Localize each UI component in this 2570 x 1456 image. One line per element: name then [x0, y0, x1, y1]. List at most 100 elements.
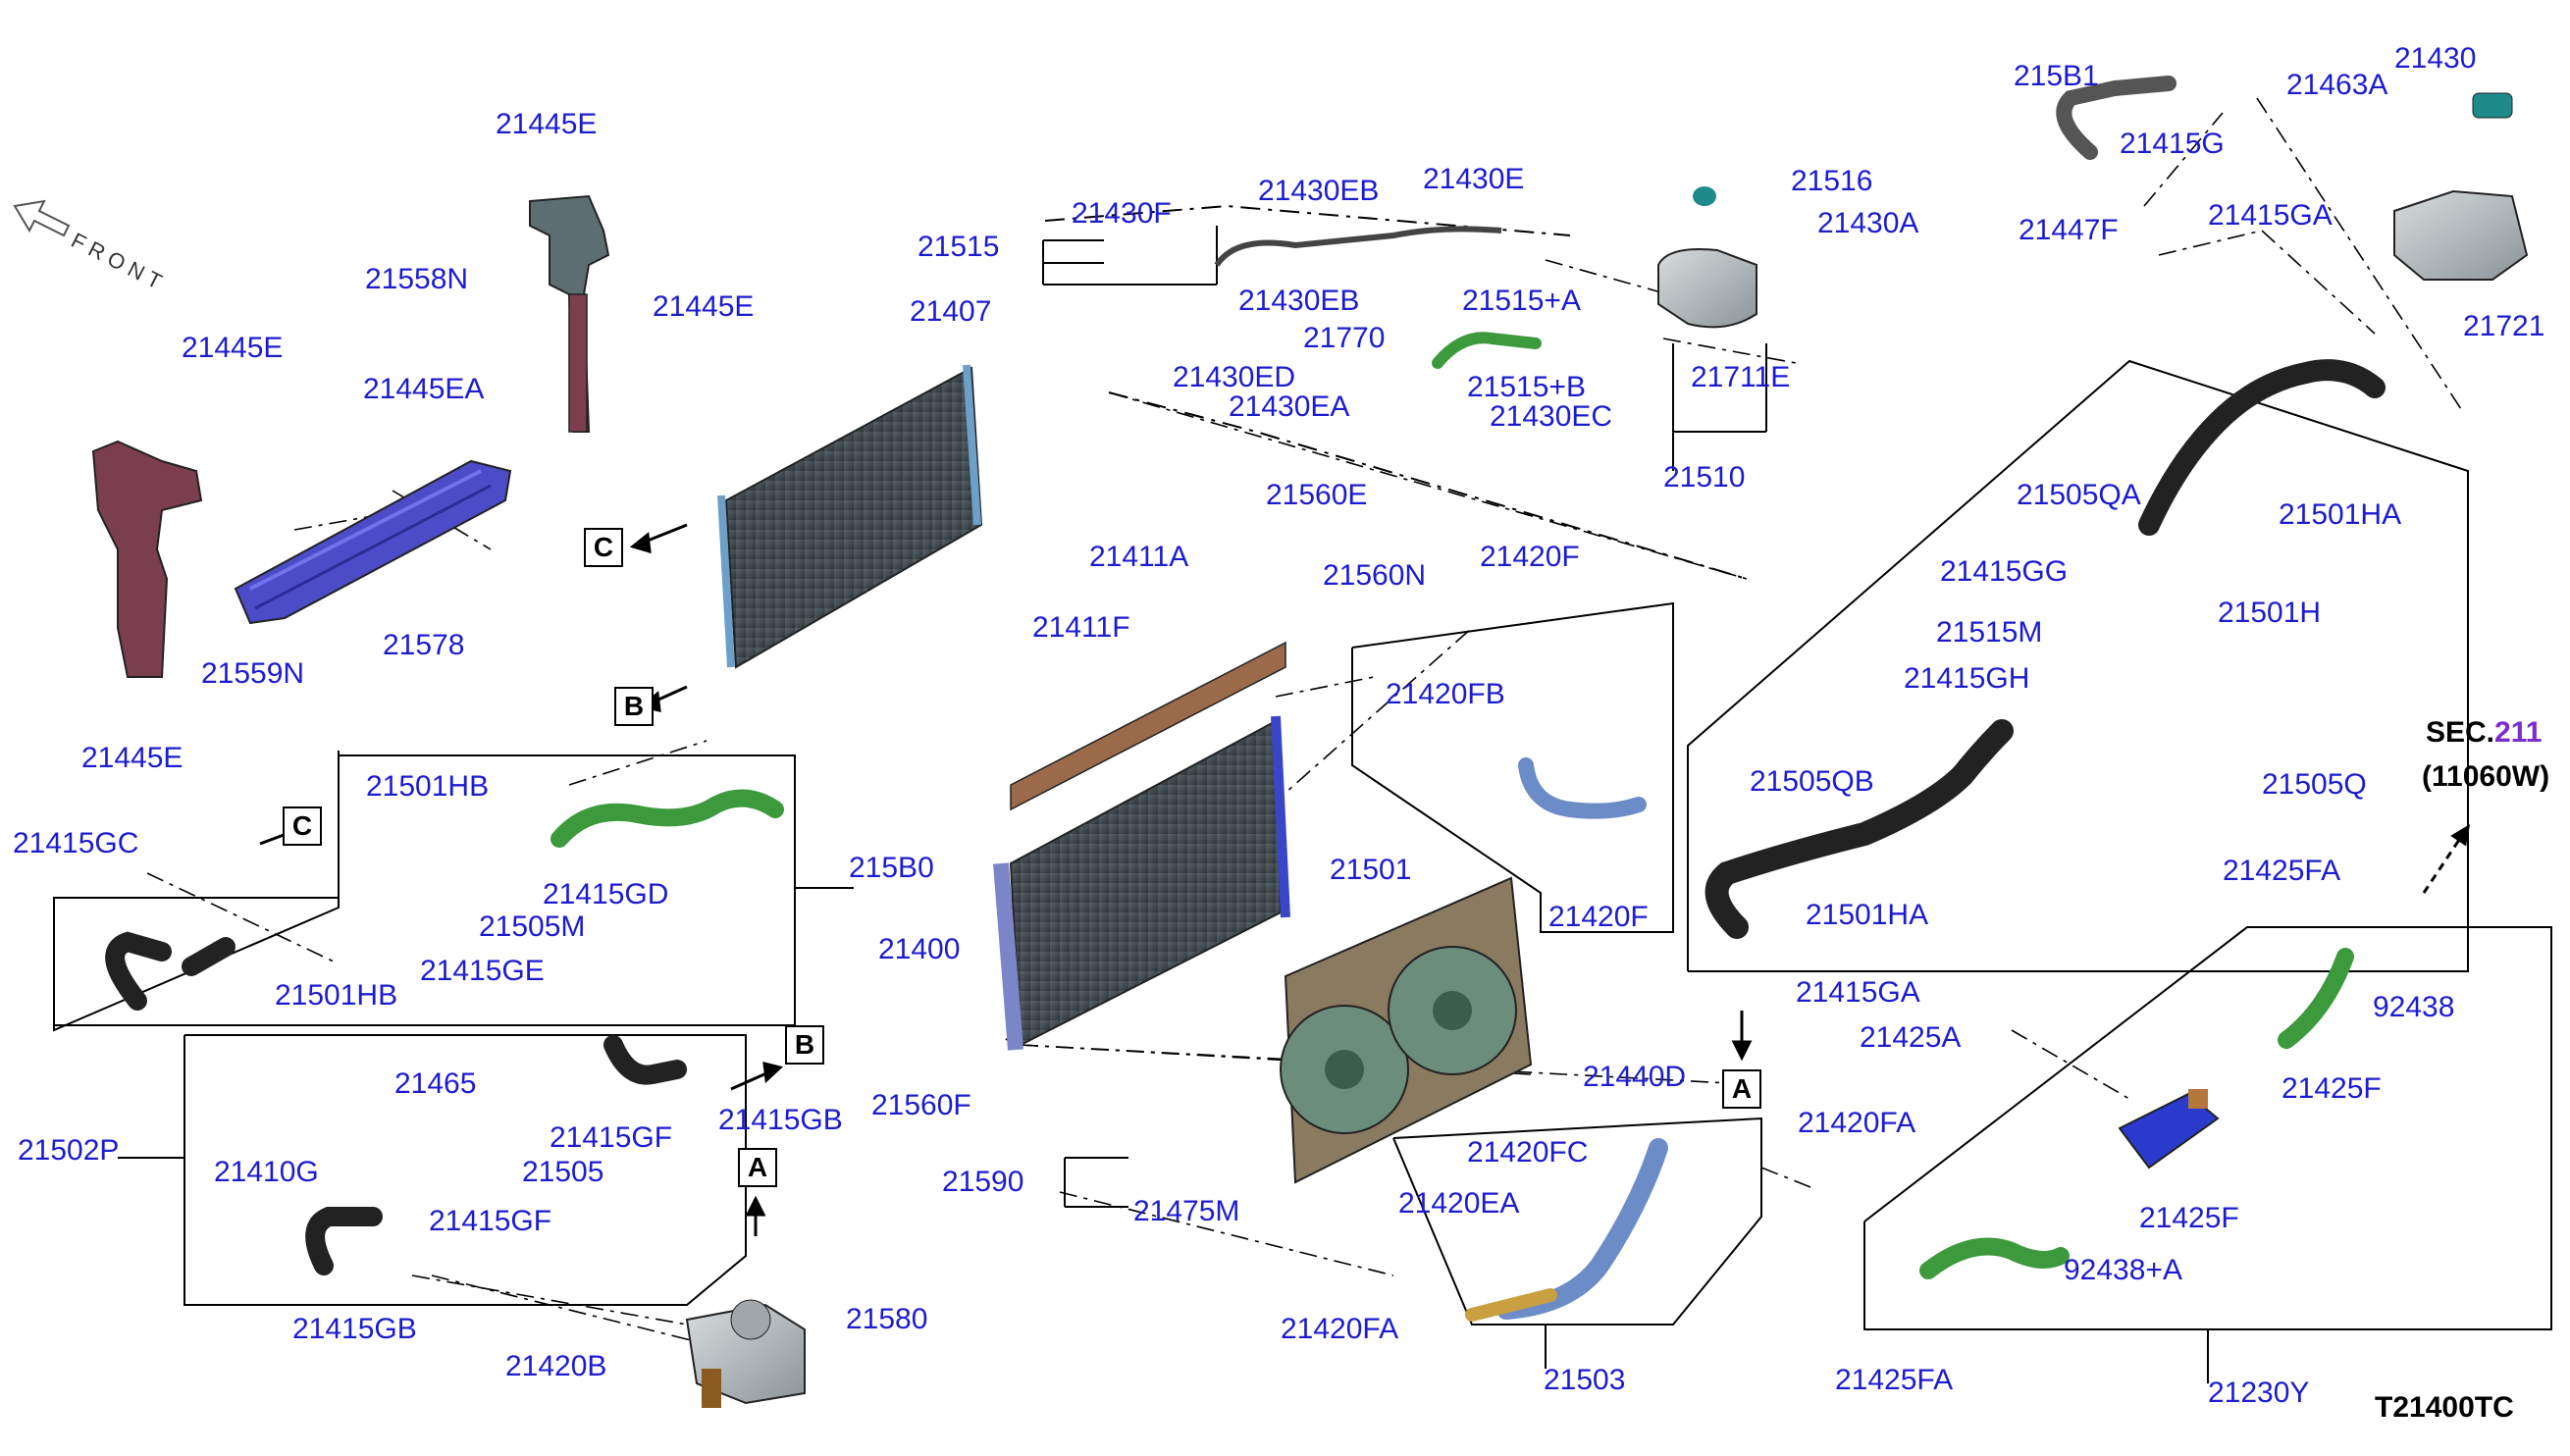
part-label: 21415G — [2120, 128, 2225, 160]
part-label: 92438 — [2373, 991, 2455, 1023]
radiator-21400 — [993, 641, 1290, 1051]
part-label: 21415GA — [1796, 976, 1920, 1009]
part-label: 21425F — [2139, 1202, 2239, 1234]
part-label: 21415GA — [2208, 199, 2333, 232]
part-label: 21445EA — [363, 373, 485, 405]
hose-21501hb — [105, 931, 687, 1275]
hose-21505qa — [2138, 359, 2386, 536]
part-label: 21501H — [2218, 597, 2322, 629]
part-label: 21420F — [1480, 541, 1580, 573]
section-reference: SEC.211 — [2426, 716, 2542, 750]
part-label: 21447F — [2019, 214, 2119, 246]
part-label: 21420EA — [1398, 1187, 1520, 1220]
part-label: 21420F — [1548, 901, 1649, 933]
part-label: 215B1 — [2014, 60, 2099, 92]
kit-box-21505q — [1687, 359, 2469, 972]
part-label: 21578 — [383, 629, 465, 661]
view-marker-c: C — [584, 528, 623, 567]
part-label: 21415GB — [718, 1104, 843, 1136]
part-label: 21505Q — [2262, 768, 2367, 801]
part-label: 21445E — [496, 108, 598, 140]
part-label: 21430ED — [1173, 361, 1296, 393]
part-label: 21415GC — [13, 827, 139, 859]
part-label: 21501HA — [1806, 899, 1929, 931]
part-label: 21415GG — [1940, 555, 2069, 588]
part-label: 21501HA — [2279, 498, 2402, 531]
part-label: 21560F — [871, 1089, 971, 1121]
part-label: 21580 — [846, 1303, 928, 1335]
section-sub: (11060W) — [2422, 760, 2550, 793]
part-label: 21463A — [2286, 69, 2388, 101]
part-label: 21420FA — [1281, 1313, 1399, 1345]
part-label: 21501HB — [275, 979, 398, 1012]
part-label: 21415GB — [292, 1313, 417, 1345]
part-label: 21559N — [201, 657, 305, 690]
part-label: 21558N — [365, 263, 469, 295]
part-label: 21430EA — [1229, 390, 1350, 423]
part-label: 21515+A — [1462, 285, 1581, 317]
part-label: 21445E — [653, 290, 755, 323]
part-label: 21501HB — [366, 770, 490, 803]
part-label: 21475M — [1133, 1195, 1240, 1227]
kit-box-21515 — [1044, 204, 1571, 236]
part-label: 21425F — [2282, 1072, 2382, 1105]
part-label: 215B0 — [849, 852, 934, 884]
part-label: 21505M — [479, 910, 586, 943]
part-label: 21510 — [1663, 461, 1746, 494]
hose-21503 — [1496, 1138, 1668, 1320]
view-marker-a: A — [1722, 1069, 1761, 1109]
part-label: 21415GF — [550, 1121, 673, 1154]
hose-215b1 — [2056, 76, 2177, 160]
part-label: 21415GE — [420, 955, 545, 987]
air-duct-21578 — [234, 459, 512, 625]
condenser-21407 — [717, 364, 983, 669]
air-deflector-21558n — [529, 194, 610, 433]
part-label: 21505 — [522, 1156, 604, 1188]
part-label: 21411A — [1089, 541, 1189, 573]
pipe-21515 — [1214, 226, 1502, 267]
thermostat-21230y — [2118, 1089, 2220, 1170]
hose-21505qb — [1705, 719, 2014, 939]
part-label: 21430 — [2394, 42, 2477, 75]
part-label: 21465 — [394, 1067, 477, 1100]
reservoir-21510 — [1657, 186, 1757, 329]
part-label: 21560N — [1323, 559, 1427, 592]
part-label: 21770 — [1303, 322, 1386, 354]
kit-box-21230y — [1863, 926, 2552, 1330]
part-label: 21515+B — [1467, 371, 1586, 403]
part-label: 21515M — [1936, 616, 2043, 649]
part-label: 21445E — [81, 742, 184, 774]
hose-92438 — [1919, 948, 2354, 1279]
kit-box-215b0 — [53, 751, 796, 1032]
part-label: 21230Y — [2208, 1377, 2310, 1409]
part-label: 21440D — [1583, 1061, 1687, 1093]
diagram-code: T21400TC — [2375, 1391, 2514, 1424]
part-label: 21415GH — [1904, 662, 2030, 695]
water-pump-21580 — [685, 1299, 806, 1408]
part-label: 21501 — [1330, 854, 1412, 886]
front-arrow-icon — [13, 199, 71, 237]
kit-box-21501 — [1351, 601, 1674, 933]
hose-21515b — [1432, 332, 1542, 369]
part-label: 21411F — [1032, 611, 1130, 644]
part-label: 21430E — [1423, 163, 1525, 195]
air-deflector-21559n — [91, 440, 203, 678]
part-label: 21515 — [918, 231, 1000, 263]
part-label: 21425FA — [1835, 1364, 1954, 1396]
part-label: 21711E — [1691, 361, 1791, 393]
view-marker-b: B — [785, 1025, 824, 1065]
view-marker-a: A — [738, 1148, 777, 1187]
part-label: 21560E — [1266, 479, 1368, 511]
section-prefix: SEC. — [2426, 716, 2495, 749]
part-label: 21407 — [910, 295, 992, 328]
part-label: 21410G — [214, 1156, 319, 1188]
part-label: 21590 — [942, 1166, 1024, 1198]
part-label: 21420FB — [1386, 678, 1505, 710]
part-label: 21445E — [182, 332, 284, 364]
part-label: 21502P — [18, 1134, 120, 1167]
part-label: 21505QA — [2017, 479, 2141, 511]
part-label: 21420B — [505, 1350, 607, 1382]
part-label: 21503 — [1544, 1364, 1626, 1396]
kit-box-21502p — [184, 1034, 747, 1306]
